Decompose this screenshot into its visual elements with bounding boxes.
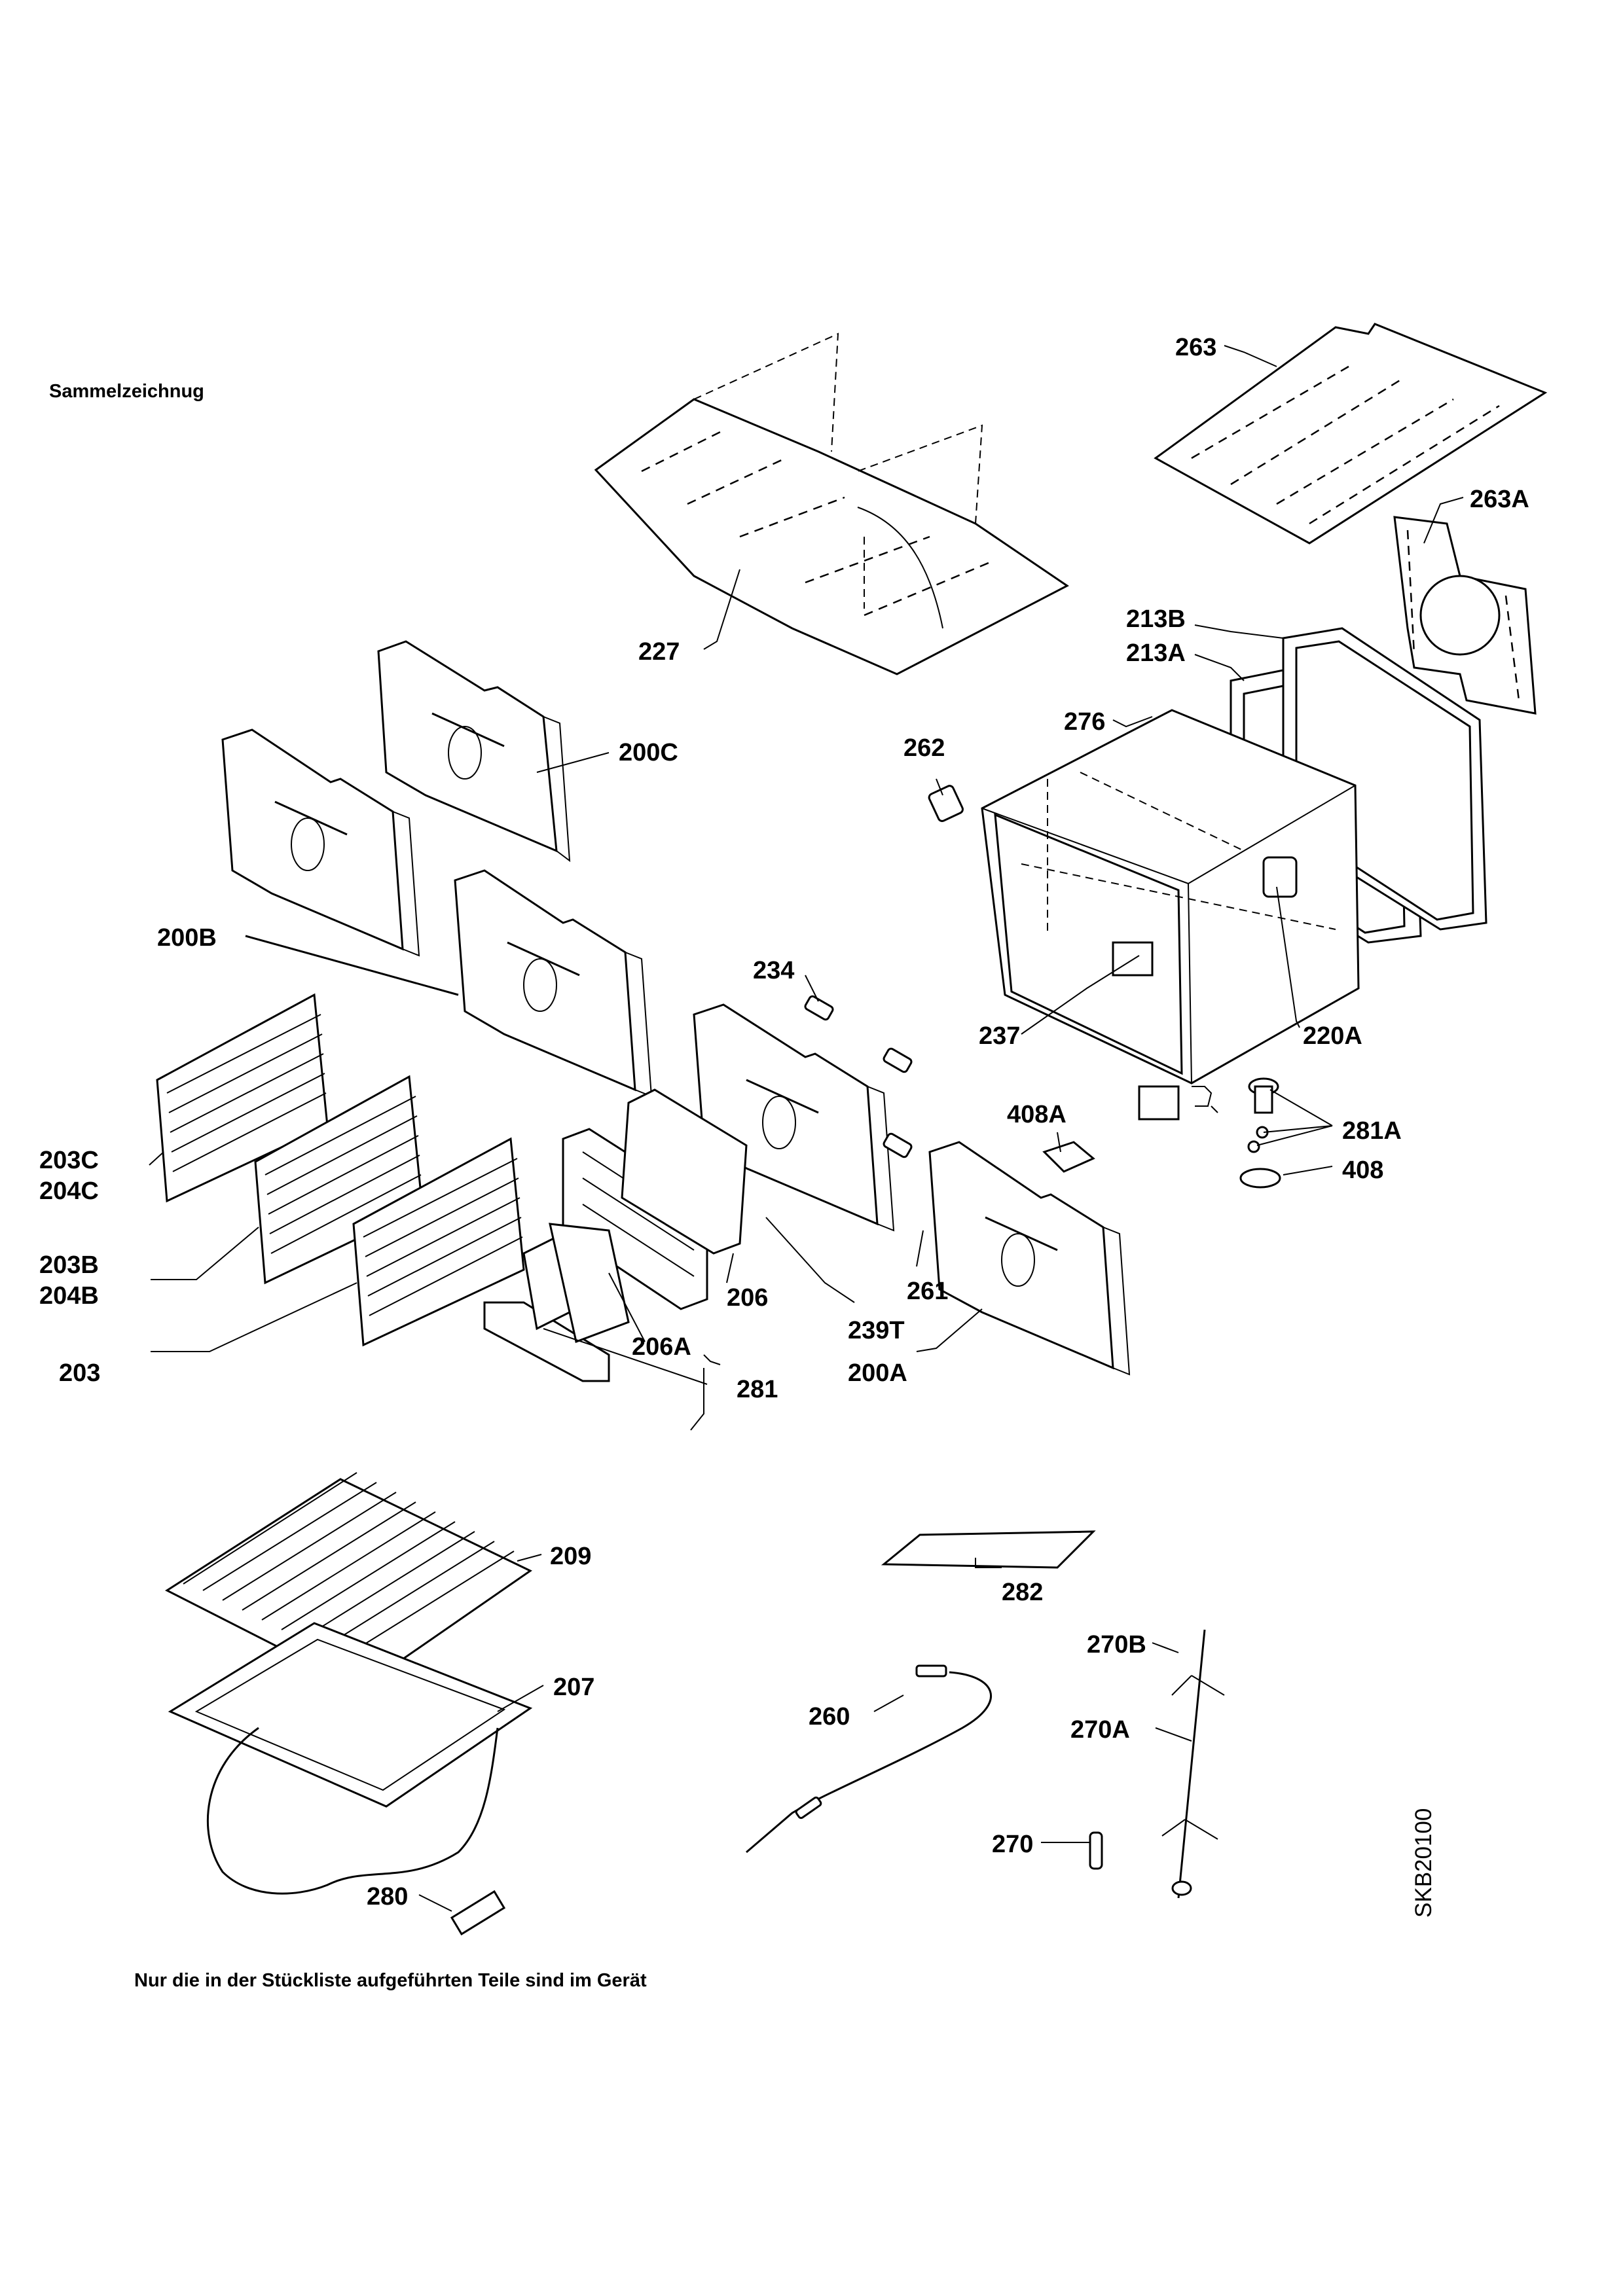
label-408A: 408A (1007, 1101, 1067, 1128)
label-227: 227 (638, 638, 680, 666)
part-227-folded-insulation (594, 332, 1069, 675)
parts-list-note: Nur die in der Stückliste aufgeführten T… (134, 1970, 647, 1991)
label-204B: 204B (39, 1282, 99, 1310)
label-270A: 270A (1070, 1716, 1130, 1744)
part-408-grommet (1239, 1168, 1281, 1189)
label-213B: 213B (1126, 605, 1186, 633)
part-260-meat-probe (746, 1664, 993, 1854)
label-282: 282 (1002, 1579, 1043, 1606)
label-203: 203 (59, 1359, 100, 1387)
part-234-studs (804, 995, 913, 1158)
label-203C: 203C (39, 1147, 99, 1174)
label-270: 270 (992, 1831, 1033, 1858)
label-200C: 200C (619, 739, 678, 766)
label-203B: 203B (39, 1251, 99, 1279)
label-408: 408 (1342, 1157, 1383, 1184)
label-281A: 281A (1342, 1117, 1402, 1145)
label-263A: 263A (1470, 486, 1529, 513)
part-408A-fitting (1042, 1085, 1180, 1173)
label-270B: 270B (1087, 1631, 1146, 1659)
label-280: 280 (367, 1883, 408, 1910)
label-206A: 206A (632, 1333, 691, 1361)
label-281: 281 (737, 1376, 778, 1403)
part-282-cover-strip (881, 1530, 1096, 1569)
leader-lines (149, 345, 1464, 1912)
label-260: 260 (809, 1703, 850, 1731)
part-200C-side-panel (377, 640, 571, 863)
label-204C: 204C (39, 1177, 99, 1205)
label-263: 263 (1175, 334, 1216, 361)
part-200A-side-panel (928, 1141, 1131, 1376)
label-239T: 239T (848, 1317, 905, 1344)
part-200B-second-panel (454, 869, 653, 1098)
part-262-lamp-holder (928, 785, 964, 822)
label-213A: 213A (1126, 639, 1186, 667)
label-237: 237 (979, 1022, 1020, 1050)
part-263A-rear-insulation (1393, 516, 1537, 715)
label-209: 209 (550, 1543, 591, 1570)
part-270-handle (1089, 1831, 1103, 1870)
label-261: 261 (907, 1278, 948, 1305)
label-234: 234 (753, 957, 794, 984)
part-270A-rotisserie-spit (1161, 1629, 1225, 1899)
label-207: 207 (553, 1674, 594, 1701)
label-262: 262 (903, 734, 945, 762)
drawing-title: Sammelzeichnug (49, 381, 204, 402)
part-203-shelf-rail (352, 1137, 525, 1347)
part-206A-filter-frame (483, 1223, 630, 1382)
part-263-insulation-mat (1154, 323, 1548, 545)
part-206-filter (621, 1088, 748, 1255)
label-220A: 220A (1303, 1022, 1362, 1050)
label-200B: 200B (157, 924, 217, 952)
part-280-wire-bracket (206, 1727, 506, 1936)
label-200A: 200A (848, 1359, 907, 1387)
part-207-baking-tray (168, 1622, 533, 1808)
label-206: 206 (727, 1284, 768, 1312)
label-276: 276 (1064, 708, 1105, 736)
part-276-oven-cavity (981, 709, 1360, 1085)
part-200B-side-panel (221, 728, 420, 957)
